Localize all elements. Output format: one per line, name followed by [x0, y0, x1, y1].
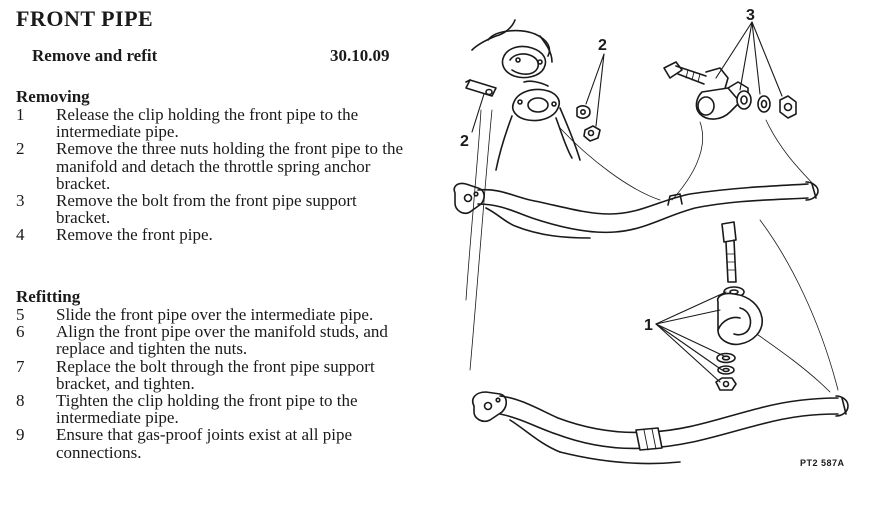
lower-front-pipe: [471, 391, 849, 465]
step-text: Remove the front pipe.: [56, 225, 213, 245]
throttle-spring-anchor-bracket: [465, 79, 497, 97]
step-text: Ensure that gas-proof joints exist at al…: [56, 425, 353, 462]
step-item: 2 Remove the three nuts holding the front…: [16, 140, 408, 192]
step-text: Replace the bolt through the front pipe …: [56, 356, 375, 393]
step-text: Release the clip holding the front pipe …: [56, 105, 359, 142]
step-number: 2: [16, 139, 25, 159]
step-item: 7 Replace the bolt through the front pipe…: [16, 356, 408, 393]
step-number: 5: [16, 305, 25, 324]
refitting-steps-list: 5 Slide the front pipe over the intermedi…: [16, 306, 408, 461]
callout-label-2: 2: [460, 133, 469, 150]
operation-name: Remove and refit: [32, 46, 158, 65]
callout-label-1: 1: [644, 317, 653, 334]
step-text: Remove the three nuts holding the front …: [56, 139, 404, 193]
front-pipe-diagram: 2 2 3 1: [453, 7, 849, 465]
step-text: Remove the bolt from the front pipe supp…: [56, 191, 357, 228]
pipe-clip-assembly: [715, 221, 763, 391]
manifold-nuts: [576, 105, 601, 142]
operation-code: 30.10.09: [330, 46, 390, 65]
leader-lines: [465, 109, 839, 393]
step-item: 9 Ensure that gas-proof joints exist at a…: [16, 425, 408, 462]
figure-reference: PT2 587A: [800, 458, 845, 468]
callout-label-2: 2: [598, 37, 607, 54]
manifold-stub: [471, 19, 581, 171]
step-item: 5 Slide the front pipe over the intermedi…: [16, 306, 408, 323]
step-number: 6: [16, 322, 25, 342]
callout-leaders: [471, 21, 783, 383]
removing-steps-list: 1 Release the clip holding the front pipe…: [16, 106, 408, 244]
step-item: 4 Remove the front pipe.: [16, 226, 408, 243]
upper-front-pipe: [453, 181, 819, 239]
step-item: 1 Release the clip holding the front pipe…: [16, 105, 408, 142]
step-number: 7: [16, 356, 25, 376]
refitting-heading: Refitting: [16, 287, 81, 306]
step-number: 8: [16, 391, 25, 411]
step-number: 9: [16, 425, 25, 445]
callout-label-3: 3: [746, 7, 755, 24]
removing-heading: Removing: [16, 87, 90, 106]
support-bracket-fixings: [663, 61, 797, 120]
step-number: 1: [16, 105, 25, 124]
page-title: FRONT PIPE: [16, 6, 154, 31]
step-text: Slide the front pipe over the intermedia…: [56, 305, 374, 324]
step-item: 6 Align the front pipe over the manifold …: [16, 322, 408, 359]
step-item: 8 Tighten the clip holding the front pipe…: [16, 391, 408, 428]
step-text: Tighten the clip holding the front pipe …: [56, 391, 358, 428]
step-item: 3 Remove the bolt from the front pipe sup…: [16, 191, 408, 228]
step-text: Align the front pipe over the manifold s…: [56, 322, 388, 359]
step-number: 4: [16, 225, 25, 245]
step-number: 3: [16, 191, 25, 211]
